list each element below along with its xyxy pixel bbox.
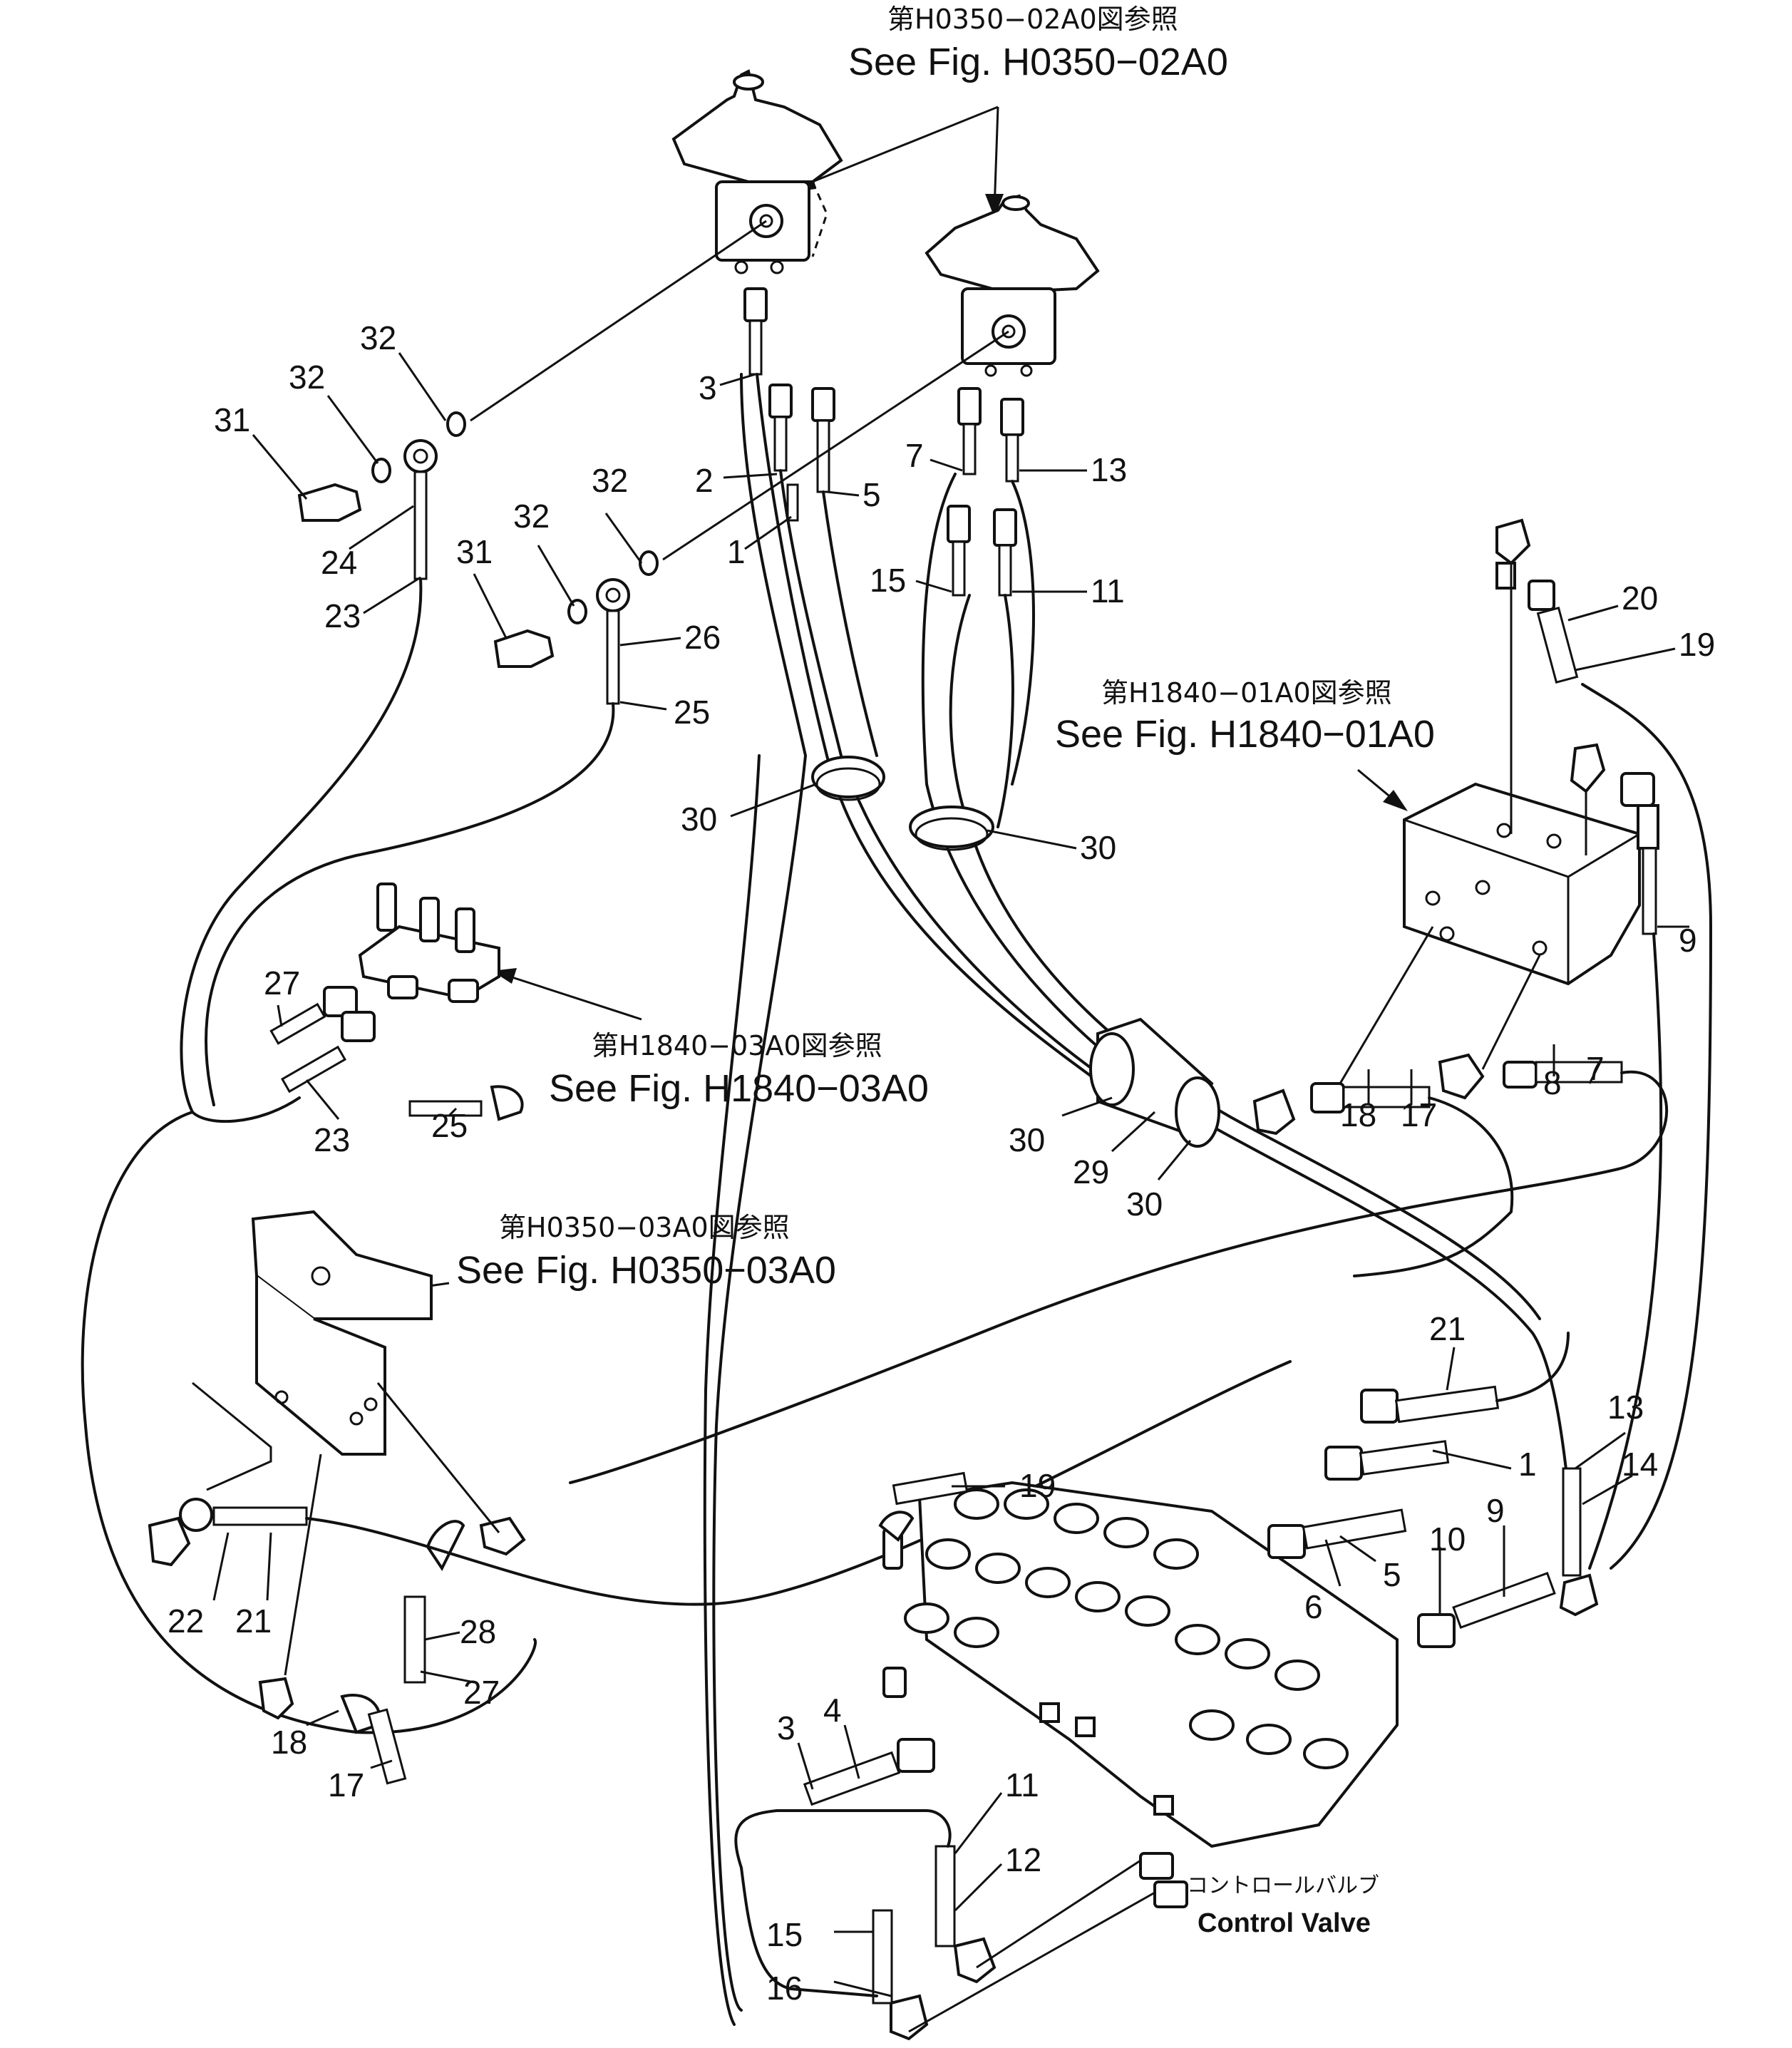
control-valve-hoses: [734, 1332, 1599, 2041]
callout-number: 19: [1019, 1467, 1056, 1504]
reference-en-label: See Fig. H1840−03A0: [549, 1067, 929, 1110]
callout-number: 25: [674, 694, 710, 731]
callout-number: 19: [1679, 626, 1715, 663]
callout-number: 9: [1679, 922, 1697, 959]
callout-number: 5: [1383, 1556, 1401, 1593]
callout-number: 17: [328, 1766, 364, 1803]
callout-number: 7: [905, 437, 924, 474]
callout-number: 13: [1607, 1389, 1644, 1426]
callout-number: 12: [1005, 1841, 1041, 1878]
pedal-valve: [148, 1210, 1292, 1785]
callout-number: 9: [1486, 1492, 1505, 1529]
callout-number: 17: [1401, 1096, 1437, 1133]
callout-number: 13: [1091, 451, 1127, 488]
callout-number: 30: [1009, 1121, 1045, 1158]
callout-number: 32: [513, 498, 550, 535]
callout-number: 3: [777, 1709, 795, 1746]
callout-number: 3: [699, 369, 717, 406]
callout-number: 8: [1543, 1064, 1562, 1101]
callout-numbers: 32 32 31 24 23 32 32 31 26 25 3 2 5 1 7 …: [168, 319, 1715, 2007]
left-pilot-valve: [671, 69, 843, 274]
callout-number: 5: [862, 476, 881, 513]
solenoid-valve-block: [569, 518, 1712, 1570]
reference-h1840-01a0: 第H1840−01A0図参照 See Fig. H1840−01A0: [1055, 677, 1435, 756]
reference-jp-label: 第H0350−03A0図参照: [499, 1212, 790, 1243]
callout-leader-lines: [212, 352, 1689, 1997]
hose-clamps: [811, 756, 1220, 1148]
reference-jp-label: 第H1840−03A0図参照: [592, 1030, 882, 1061]
callout-number: 23: [314, 1121, 350, 1158]
control-valve-label: コントロールバルブ Control Valve: [1187, 1873, 1379, 1938]
callout-number: 2: [695, 462, 714, 499]
callout-number: 18: [271, 1724, 307, 1761]
reference-h0350-02a0: 第H0350−02A0図参照 See Fig. H0350−02A0: [848, 4, 1228, 83]
callout-number: 4: [823, 1692, 842, 1729]
callout-number: 23: [324, 597, 361, 634]
eye-joints: [297, 220, 1009, 705]
callout-number: 10: [1429, 1520, 1466, 1558]
reference-en-label: See Fig. H1840−01A0: [1055, 713, 1435, 756]
callout-number: 1: [1518, 1446, 1537, 1483]
callout-number: 27: [264, 964, 300, 1002]
callout-number: 21: [235, 1602, 272, 1640]
callout-number: 21: [1429, 1310, 1466, 1347]
callout-number: 28: [460, 1613, 496, 1650]
control-valve-spools: [904, 1488, 1349, 1769]
callout-number: 22: [168, 1602, 204, 1640]
callout-number: 18: [1340, 1096, 1376, 1133]
callout-number: 30: [1080, 829, 1116, 866]
callout-number: 30: [681, 801, 717, 838]
reference-jp-label: 第H1840−01A0図参照: [1101, 677, 1392, 709]
callout-number: 16: [766, 1970, 803, 2007]
callout-number: 31: [214, 401, 250, 438]
reference-en-label: See Fig. H0350−02A0: [848, 41, 1228, 83]
callout-number: 25: [431, 1107, 468, 1144]
callout-number: 15: [766, 1916, 803, 1953]
callout-number: 27: [463, 1674, 500, 1711]
left-loop-hoses: [81, 577, 615, 1734]
callout-number: 31: [456, 533, 493, 570]
callout-number: 15: [870, 562, 906, 599]
callout-number: 32: [592, 462, 628, 499]
callout-number: 11: [1005, 1766, 1039, 1803]
control-valve: [882, 1481, 1399, 1908]
control-valve-jp-label: コントロールバルブ: [1187, 1873, 1379, 1898]
callout-number: 32: [360, 319, 396, 356]
reference-en-label: See Fig. H0350−03A0: [456, 1249, 836, 1292]
callout-number: 11: [1091, 572, 1125, 609]
callout-number: 7: [1586, 1050, 1605, 1087]
callout-number: 14: [1622, 1446, 1658, 1483]
callout-number: 20: [1622, 580, 1658, 617]
control-valve-en-label: Control Valve: [1198, 1908, 1371, 1938]
callout-number: 26: [684, 619, 721, 656]
reference-h0350-03a0: 第H0350−03A0図参照 See Fig. H0350−03A0: [456, 1212, 836, 1292]
reference-jp-label: 第H0350−02A0図参照: [887, 4, 1178, 35]
shuttle-valve-block: [269, 883, 524, 1121]
callout-number: 6: [1304, 1588, 1323, 1625]
reference-h1840-03a0: 第H1840−03A0図参照 See Fig. H1840−03A0: [549, 1030, 929, 1110]
callout-number: 1: [727, 533, 746, 570]
right-pilot-valve: [925, 194, 1100, 377]
callout-number: 30: [1126, 1185, 1163, 1223]
callout-number: 24: [321, 544, 357, 581]
callout-number: 29: [1073, 1153, 1109, 1190]
callout-number: 32: [289, 359, 325, 396]
